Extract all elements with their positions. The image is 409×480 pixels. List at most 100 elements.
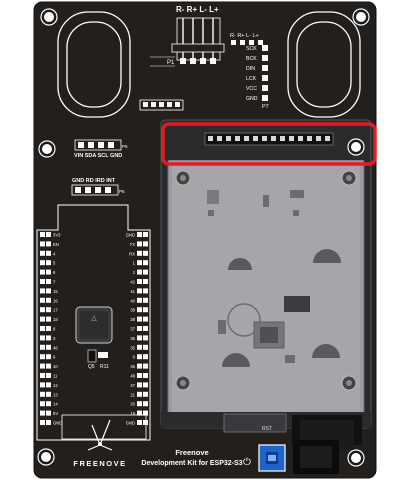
right-pin-pad [137, 363, 142, 369]
left-pin-pad [40, 269, 45, 275]
left-pin-pad-inner [46, 363, 51, 369]
left-pin-pad [40, 344, 45, 350]
usb-port[interactable] [258, 444, 286, 472]
board-title-line2: Development Kit for ESP32-S3 [141, 460, 242, 467]
left-pin-pad [40, 279, 45, 284]
left-pin-pad-inner [46, 335, 51, 341]
left-pin-pad-inner [46, 297, 51, 303]
right-pin-label: 1 [133, 261, 136, 266]
left-pin-label: 5V [53, 411, 58, 416]
right-pin-pad [137, 410, 142, 416]
freenove-logo-icon [87, 419, 113, 451]
left-pin-pad [40, 363, 45, 369]
left-pin-pad [40, 232, 45, 237]
audio-out-label: R- R+ L- L+ [176, 5, 219, 14]
module-pin-pad [307, 136, 312, 141]
right-pin-pad-outer [143, 288, 148, 294]
right-pin-pad-outer [143, 410, 148, 416]
audio-module-top-label: R- R+ L- L+ [230, 33, 259, 39]
right-pin-label: 21 [130, 392, 135, 397]
module-pin-header [204, 132, 334, 146]
left-pin-pad-inner [46, 344, 51, 350]
left-pin-label: 3V3 [53, 233, 61, 238]
left-pin-label: 4 [53, 251, 56, 256]
left-pin-pad [40, 250, 45, 256]
right-pin-pad-outer [143, 382, 148, 388]
svg-text:△: △ [91, 315, 97, 322]
right-pin-pad-outer [143, 326, 148, 331]
right-pin-label: 39 [130, 308, 135, 313]
speaker-left [57, 11, 131, 118]
right-pin-label: 45 [130, 364, 135, 369]
audio-pin-label: LCK [246, 76, 257, 82]
right-pin-label: 47 [130, 383, 135, 388]
esp32-left-pin-column [40, 232, 51, 425]
right-pin-pad [137, 401, 142, 407]
mounting-hole-bottom-right [347, 449, 365, 467]
left-pin-pad-inner [46, 410, 51, 416]
right-pin-pad [137, 420, 142, 425]
right-pin-pad [137, 241, 142, 247]
i2c-header [74, 139, 122, 151]
module-pin-pad [298, 136, 303, 141]
right-pin-pad [137, 316, 142, 322]
left-pin-label: 46 [53, 345, 58, 350]
audio-pin-label: DIN [246, 66, 255, 72]
left-pin-label: GND [53, 421, 62, 426]
p1-label: P1 [167, 60, 175, 66]
right-pin-label: GND [126, 421, 135, 426]
right-pin-pad [137, 391, 142, 397]
left-pin-label: 5 [53, 261, 56, 266]
right-pin-pad-outer [143, 401, 148, 407]
usb-connector [293, 440, 339, 474]
left-pin-pad-inner [46, 269, 51, 275]
right-pin-pad [137, 269, 142, 275]
left-pin-pad-inner [46, 250, 51, 256]
right-pin-pad [137, 288, 142, 294]
audio-pin-label: VCC [246, 86, 257, 92]
module-pin-pad [316, 136, 321, 141]
audio-module-pin-row [231, 40, 263, 45]
right-pin-pad [137, 354, 142, 360]
left-pin-pad-inner [46, 260, 51, 266]
left-pin-pad [40, 335, 45, 341]
left-pin-pad-inner [46, 279, 51, 284]
module-pin-pad [289, 136, 294, 141]
highlight-box [161, 122, 377, 166]
right-pin-label: 41 [130, 289, 135, 294]
esp32-module-outline [36, 204, 151, 441]
left-pin-pad-inner [46, 241, 51, 247]
mounting-hole-bottom-left [37, 448, 55, 466]
mounting-hole-top-right [352, 8, 370, 26]
right-pin-pad-outer [143, 354, 148, 360]
left-pin-pad-inner [46, 326, 51, 331]
speaker-right [287, 11, 361, 118]
left-pin-pad-inner [46, 420, 51, 425]
right-pin-label: 40 [130, 298, 135, 303]
right-pin-label: 35 [130, 345, 135, 350]
esp32-right-pin-column [137, 232, 148, 425]
left-pin-pad-inner [46, 232, 51, 237]
module-pin-pad [253, 136, 258, 141]
right-pin-pad [137, 260, 142, 266]
mounting-hole-module-center [351, 142, 361, 152]
left-pin-pad [40, 260, 45, 266]
left-pin-pad [40, 316, 45, 322]
left-pin-label: 13 [53, 392, 58, 397]
left-pin-pad [40, 401, 45, 407]
buzzer-label-r11: R11 [100, 364, 109, 370]
right-pin-pad-outer [143, 241, 148, 247]
left-pin-pad-inner [46, 307, 51, 313]
module-pin-pad [280, 136, 285, 141]
board-title-line1: Freenove [175, 448, 208, 457]
power-icon: ⏻ [243, 457, 251, 468]
transistor-q5 [87, 349, 108, 363]
right-pin-pad-outer [143, 335, 148, 341]
right-pin-label: RX [129, 251, 135, 256]
i2c-header-label: VIN SDA SCL GND [74, 153, 122, 159]
right-pin-pad-outer [143, 279, 148, 284]
left-pin-label: 11 [53, 374, 58, 379]
